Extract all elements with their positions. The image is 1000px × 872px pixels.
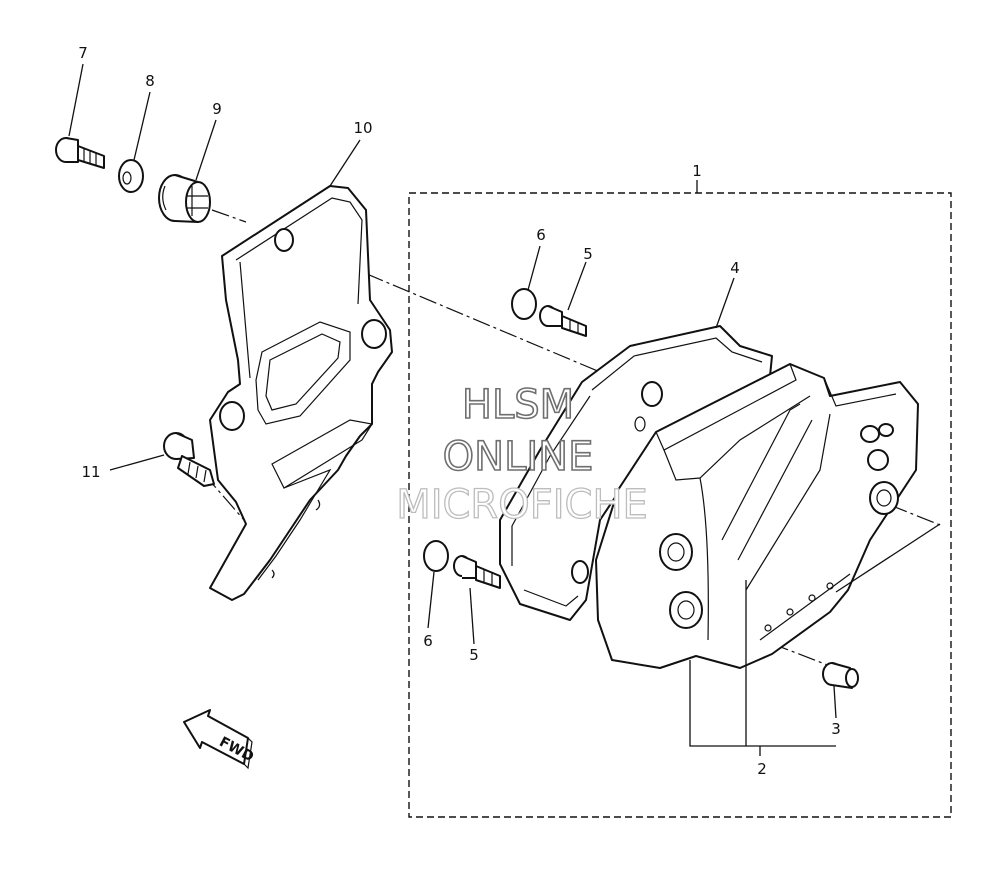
callout-2: 2 bbox=[757, 760, 767, 778]
bracket-2-left bbox=[689, 660, 836, 747]
leader-11 bbox=[109, 454, 165, 471]
guard-plate-10 bbox=[209, 185, 393, 601]
leader-6-upper bbox=[527, 245, 541, 291]
callout-7: 7 bbox=[78, 44, 88, 62]
callout-4: 4 bbox=[730, 259, 740, 277]
grommet-3 bbox=[822, 662, 859, 689]
callout-6-upper: 6 bbox=[536, 226, 546, 244]
watermark-line2: ONLINE bbox=[443, 434, 594, 480]
bracket-2-right bbox=[835, 523, 941, 593]
outer-cover-2 bbox=[595, 363, 919, 669]
leader-3 bbox=[833, 685, 837, 719]
cap-6-lower bbox=[423, 540, 449, 572]
washer-8 bbox=[118, 159, 144, 193]
callout-5-upper: 5 bbox=[583, 245, 593, 263]
centerline-main bbox=[285, 239, 601, 373]
bolt-11 bbox=[163, 432, 215, 487]
callout-9: 9 bbox=[212, 100, 222, 118]
leader-7 bbox=[68, 63, 84, 137]
callout-1: 1 bbox=[692, 162, 702, 180]
grommet-9 bbox=[158, 174, 211, 223]
bolt-7 bbox=[55, 137, 105, 169]
bolt-5-upper bbox=[539, 305, 587, 337]
callout-5-lower: 5 bbox=[469, 646, 479, 664]
leader-10 bbox=[329, 139, 361, 187]
leader-9 bbox=[195, 119, 217, 181]
bolt-5-lower bbox=[453, 555, 501, 589]
callout-8: 8 bbox=[145, 72, 155, 90]
callout-11: 11 bbox=[81, 463, 100, 481]
assembly-box bbox=[408, 192, 952, 818]
leader-4 bbox=[715, 277, 735, 329]
watermark-line1: HLSM bbox=[462, 382, 574, 428]
centerline-bolt7 bbox=[211, 209, 247, 223]
callout-10: 10 bbox=[353, 119, 372, 137]
callout-3: 3 bbox=[831, 720, 841, 738]
callout-6-lower: 6 bbox=[423, 632, 433, 650]
leader-8 bbox=[133, 91, 151, 161]
centerline-boss3 bbox=[889, 504, 941, 526]
leader-5-lower bbox=[469, 587, 475, 645]
cap-6-upper bbox=[511, 288, 537, 320]
fwd-arrow-icon: FWD bbox=[183, 709, 256, 770]
watermark-line3: MICROFICHE bbox=[396, 482, 648, 528]
leader-5-upper bbox=[567, 261, 587, 311]
leader-6-lower bbox=[427, 571, 435, 629]
